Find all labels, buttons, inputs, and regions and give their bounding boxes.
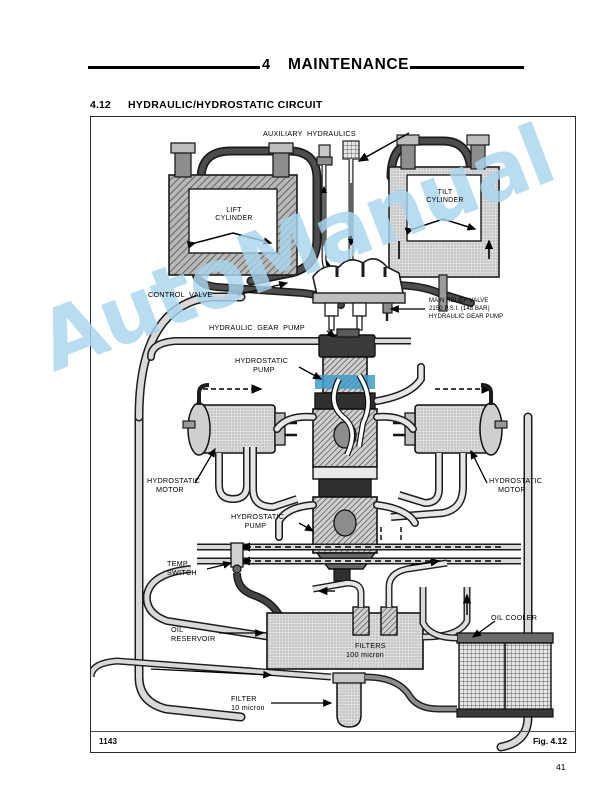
section-title: HYDRAULIC/HYDROSTATIC CIRCUIT [128,99,323,111]
callout-hydrostatic-pump-upper: HYDROSTATIC PUMP [235,356,289,374]
oil-reservoir-graphic [266,558,472,670]
control-valve-graphic [312,258,406,331]
callout-filter-line2: 10 micron [231,703,265,712]
callout-oil-reservoir: OIL RESERVOIR [171,625,216,643]
hydrostatic-motor-left-graphic [182,383,299,512]
figure-label: Fig. 4.12 [532,736,567,746]
callout-filter-line1: FILTER [231,694,257,703]
figure-code: 1143 [99,737,118,746]
page-number: 41 [556,762,566,772]
callout-filters-line2: 100 micron [346,650,385,659]
callout-hydrostatic-motor-right: HYDROSTATIC MOTOR [489,476,543,494]
figure-container: AutoManual AUXILIARY HYDRAULICS LIFT CYL… [26,106,577,754]
callout-main-relief-valve-line1: MAIN RELIEF VALVE [429,298,489,304]
callout-hydraulic-gear-pump: HYDRAULIC GEAR PUMP [209,323,305,332]
temp-switch-graphic [142,542,299,641]
chapter-number: 4 [262,57,271,73]
tilt-cylinder-graphic [388,134,500,312]
callout-lift-cylinder: LIFT CYLINDER [215,207,253,223]
callout-hydrostatic-pump-lower: HYDROSTATIC PUMP [231,512,285,530]
callout-tilt-cylinder: TILT CYLINDER [426,189,464,205]
hydrostatic-motor-right-graphic [390,383,508,521]
hydraulic-circuit-diagram [91,117,577,754]
header-rule-right [410,66,524,69]
section-number: 4.12 [90,99,111,111]
callout-filters-line1: FILTERS [355,641,386,650]
inline-filter-graphic [91,657,457,728]
header-rule-left [88,66,260,69]
callout-temp-switch: TEMP. SWITCH [167,559,197,577]
page-header: 4 MAINTENANCE [0,52,612,82]
callout-hydrostatic-motor-left: HYDROSTATIC MOTOR [147,476,201,494]
callout-auxiliary-hydraulics: AUXILIARY HYDRAULICS [263,129,356,138]
chapter-title: MAINTENANCE [288,56,410,73]
lift-cylinder-graphic [168,142,298,276]
callout-control-valve: CONTROL VALVE [148,290,213,299]
hydraulic-gear-pump-graphic [318,328,411,358]
figure-footer-rule [91,731,575,732]
callout-oil-cooler: OIL COOLER [491,613,538,622]
callout-main-relief-valve-line2: 2150 P.S.I. (148 BAR) [429,306,490,312]
oil-cooler-graphic [419,587,554,718]
callout-main-relief-valve-line3: HYDRAULIC GEAR PUMP [429,314,504,320]
